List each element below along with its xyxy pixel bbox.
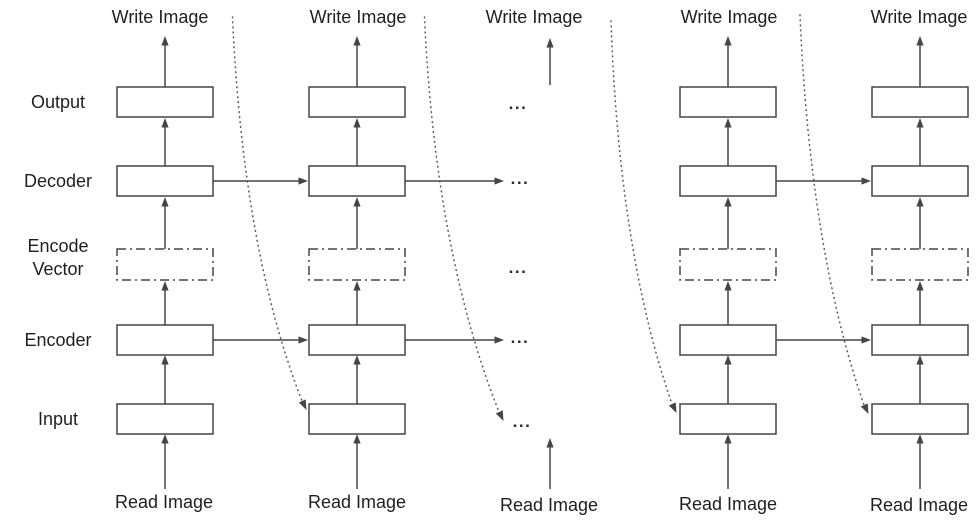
row-label-encode-vector: Encode Vector	[0, 235, 116, 281]
ellipsis-read-arrow	[546, 438, 554, 489]
input-box-t1	[116, 403, 214, 435]
row-label-encode-vector-line1: Encode	[27, 236, 89, 256]
ellipsis-output-row: ...	[508, 94, 528, 113]
read-image-label-tn1: Read Image	[678, 494, 778, 514]
write-image-label-t2: Write Image	[309, 7, 407, 27]
read-image-label-dots: Read Image	[499, 495, 599, 515]
ellipsis-input-row: ...	[512, 412, 532, 431]
encode-vector-box-t1	[116, 248, 214, 281]
encode-vector-box-t2	[308, 248, 406, 281]
encoder-recurrent-arrow-1	[213, 336, 308, 344]
decoder-box-tn	[871, 165, 969, 197]
write-image-label-tn1: Write Image	[680, 7, 778, 27]
write-image-label-t1: Write Image	[111, 7, 209, 27]
output-box-tn1	[679, 86, 777, 118]
ellipsis-write-arrow	[546, 38, 554, 85]
encoder-recurrent-arrow-3	[776, 336, 871, 344]
input-box-t2	[308, 403, 406, 435]
write-feedback-curve-4	[799, 14, 865, 406]
ellipsis-decoder-row: ...	[510, 169, 530, 188]
write-feedback-curve-1	[231, 16, 303, 402]
output-box-tn	[871, 86, 969, 118]
write-image-label-tn: Write Image	[870, 7, 968, 27]
encoder-box-t2	[308, 324, 406, 356]
write-feedback-curve-3	[610, 20, 673, 405]
write-feedback-curve-2	[423, 16, 500, 413]
feedback-arrowhead-3	[668, 402, 677, 413]
row-label-input: Input	[37, 409, 79, 429]
feedback-arrowhead-2	[495, 410, 504, 421]
decoder-box-t2	[308, 165, 406, 197]
read-image-label-tn: Read Image	[869, 495, 969, 515]
read-image-label-t2: Read Image	[307, 492, 407, 512]
encoder-recurrent-arrow-2	[405, 336, 504, 344]
decoder-recurrent-arrow-2	[405, 177, 504, 185]
feedback-arrowhead-1	[298, 399, 307, 410]
decoder-box-t1	[116, 165, 214, 197]
row-label-encoder: Encoder	[24, 330, 92, 350]
decoder-recurrent-arrow-3	[776, 177, 871, 185]
decoder-box-tn1	[679, 165, 777, 197]
output-box-t1	[116, 86, 214, 118]
output-box-t2	[308, 86, 406, 118]
input-box-tn1	[679, 403, 777, 435]
feedback-arrowhead-4	[860, 403, 869, 414]
ellipsis-encoder-row: ...	[510, 328, 530, 347]
encode-vector-box-tn1	[679, 248, 777, 281]
row-label-decoder: Decoder	[23, 171, 93, 191]
decoder-recurrent-arrow-1	[213, 177, 308, 185]
encode-vector-box-tn	[871, 248, 969, 281]
write-image-label-dots: Write Image	[485, 7, 583, 27]
read-image-label-t1: Read Image	[114, 492, 214, 512]
encoder-box-tn1	[679, 324, 777, 356]
encoder-box-tn	[871, 324, 969, 356]
input-box-tn	[871, 403, 969, 435]
encoder-box-t1	[116, 324, 214, 356]
ellipsis-vector-row: ...	[508, 258, 528, 277]
row-label-output: Output	[30, 92, 86, 112]
row-label-encode-vector-line2: Vector	[32, 259, 84, 279]
